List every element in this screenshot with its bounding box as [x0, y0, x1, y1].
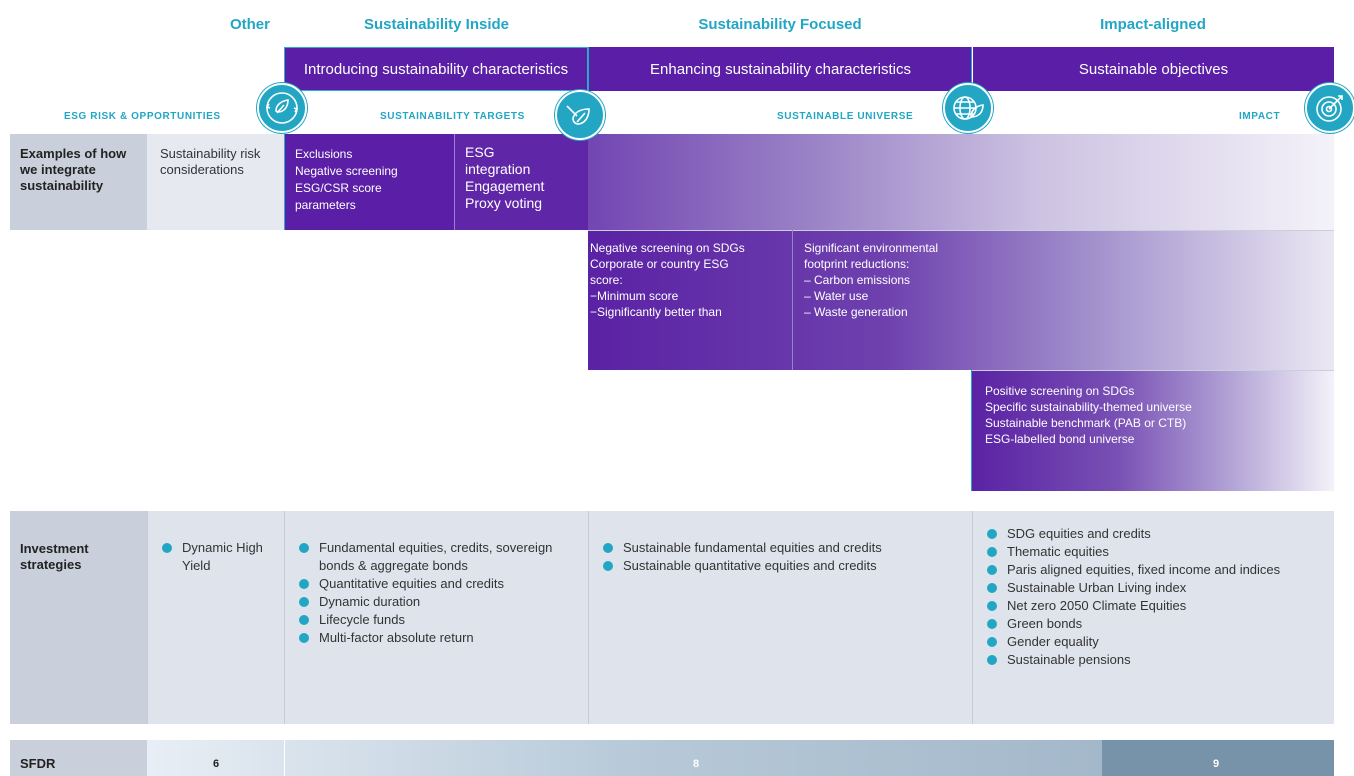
example-line: ESG-labelled bond universe — [985, 432, 1135, 446]
strategy-item: Dynamic duration — [297, 593, 576, 611]
examples-header: Examples of how we integrate sustainabil… — [10, 134, 147, 230]
sfdr-header: SFDR — [10, 740, 147, 776]
example-line: Sustainable benchmark (PAB or CTB) — [985, 416, 1187, 430]
example-line: Exclusions — [295, 147, 353, 161]
sublabel-sustainability-targets: SUSTAINABILITY TARGETS — [380, 111, 525, 122]
strategies-inside-cell: Fundamental equities, credits, sovereign… — [284, 511, 588, 724]
strategy-item: Sustainable fundamental equities and cre… — [601, 539, 960, 557]
sublabel-sustainable-universe: SUSTAINABLE UNIVERSE — [777, 111, 914, 122]
example-line: −Minimum score — [590, 289, 679, 303]
example-line: Negative screening — [295, 164, 398, 178]
target-icon — [1305, 83, 1354, 133]
strategy-item: Multi-factor absolute return — [297, 629, 576, 647]
category-sustainability-inside: Sustainability Inside — [363, 16, 510, 33]
strategies-other-cell: Dynamic High Yield — [147, 511, 284, 724]
example-line: Corporate or country ESG — [590, 257, 729, 271]
example-line: Proxy voting — [465, 195, 543, 211]
strategy-item: Fundamental equities, credits, sovereign… — [297, 539, 576, 575]
strategy-item: Net zero 2050 Climate Equities — [985, 597, 1322, 615]
impact-gradient — [972, 370, 1334, 491]
example-line: – Water use — [804, 289, 869, 303]
examples-other-text: Sustainability risk considerations — [160, 146, 261, 177]
category-sustainability-focused: Sustainability Focused — [698, 16, 862, 33]
example-line: parameters — [295, 198, 356, 212]
example-line: Specific sustainability-themed universe — [985, 400, 1192, 414]
sfdr-art9-region — [1102, 740, 1334, 776]
example-line: ESG/CSR score — [295, 181, 382, 195]
example-line: – Carbon emissions — [804, 273, 911, 287]
example-line: Engagement — [465, 178, 545, 194]
strategy-item: Sustainable Urban Living index — [985, 579, 1322, 597]
strategies-header: Investment strategies — [10, 511, 147, 724]
category-impact-aligned: Impact-aligned — [1100, 16, 1206, 33]
band-enhancing: Enhancing sustainability characteristics — [589, 47, 972, 91]
example-line: Significant environmental — [804, 241, 939, 255]
focused-gradient — [588, 230, 1334, 370]
example-line: score: — [590, 273, 623, 287]
strategy-item: Quantitative equities and credits — [297, 575, 576, 593]
strategy-item: Green bonds — [985, 615, 1322, 633]
strategy-item: Dynamic High Yield — [160, 539, 272, 575]
strategy-item: SDG equities and credits — [985, 525, 1322, 543]
sfdr-article-9: 9 — [1213, 758, 1220, 770]
example-line: ESG — [465, 144, 495, 160]
sfdr-article-6: 6 — [213, 758, 220, 770]
sfdr-article-8: 8 — [693, 758, 700, 770]
band-objectives: Sustainable objectives — [973, 47, 1334, 91]
strategy-item: Sustainable pensions — [985, 651, 1322, 669]
example-line: footprint reductions: — [804, 257, 910, 271]
sfdr-divider — [284, 740, 285, 776]
example-line: Positive screening on SDGs — [985, 384, 1135, 398]
hand-leaf-icon — [555, 90, 605, 140]
strategy-item: Sustainable quantitative equities and cr… — [601, 557, 960, 575]
band-introducing: Introducing sustainability characteristi… — [284, 47, 588, 91]
focused-divider — [792, 230, 793, 370]
sublabel-impact: IMPACT — [1239, 111, 1281, 122]
strategy-item: Paris aligned equities, fixed income and… — [985, 561, 1322, 579]
strategy-item: Lifecycle funds — [297, 611, 576, 629]
examples-focused-b: Significant environmental footprint reduc… — [804, 240, 974, 320]
globe-leaf-icon — [943, 83, 993, 133]
strategy-item: Gender equality — [985, 633, 1322, 651]
strategies-focused-cell: Sustainable fundamental equities and cre… — [588, 511, 972, 724]
example-line: Negative screening on SDGs — [590, 241, 745, 255]
category-other: Other — [229, 16, 270, 33]
example-line: −Significantly better than — [590, 305, 722, 319]
example-line: – Waste generation — [804, 305, 908, 319]
strategy-item: Thematic equities — [985, 543, 1322, 561]
euro-leaf-cycle-icon — [257, 83, 307, 133]
example-line: integration — [465, 161, 531, 177]
sublabel-esg-risk: ESG RISK & OPPORTUNITIES — [64, 111, 221, 122]
